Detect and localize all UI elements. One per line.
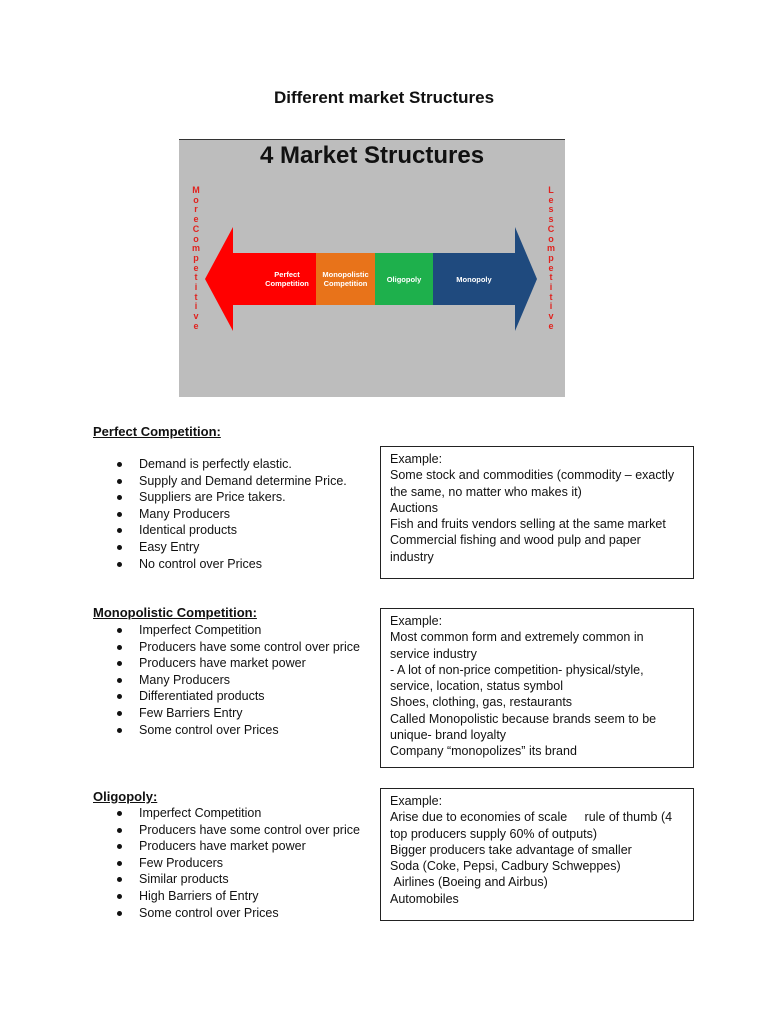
side-letter: i (194, 301, 198, 312)
example-line: unique- brand loyalty (390, 728, 507, 743)
side-letter: m (546, 243, 555, 254)
side-letter: L (548, 185, 554, 195)
example-box: Example: Arise due to economies of scale… (380, 788, 694, 921)
side-letter: p (548, 252, 554, 263)
page-title: Different market Structures (273, 88, 495, 107)
side-letter: m (191, 243, 200, 254)
side-letter: e (193, 320, 199, 331)
side-letter: v (548, 311, 554, 322)
list-item: Similar products (117, 871, 360, 888)
example-line: Company “monopolizes” its brand (390, 744, 577, 759)
list-item: Demand is perfectly elastic. (117, 456, 347, 473)
list-item: Producers have market power (117, 655, 360, 672)
list-item: Many Producers (117, 506, 347, 523)
side-letter: C (192, 223, 200, 234)
list-item: Supply and Demand determine Price. (117, 473, 347, 490)
example-line: Arise due to economies of scale rule of … (390, 810, 673, 825)
segment-monopolistic-competition: Monopolistic Competition (316, 253, 375, 305)
list-item: High Barriers of Entry (117, 888, 360, 905)
example-line: Most common form and extremely common in (390, 630, 644, 645)
example-line: industry (390, 549, 434, 564)
example-box: Example: Most common form and extremely … (380, 608, 694, 768)
list-item: No control over Prices (117, 556, 347, 573)
side-letter: t (194, 272, 198, 283)
list-item: Easy Entry (117, 539, 347, 556)
segment-label: Oligopoly (386, 274, 422, 284)
segment-label: Monopoly (456, 274, 492, 284)
example-line: Automobiles (390, 891, 459, 906)
example-line: Bigger producers take advantage of small… (390, 842, 632, 857)
side-letter: e (193, 214, 199, 225)
side-letter: i (194, 282, 198, 293)
bullet-list: Demand is perfectly elastic. Supply and … (117, 456, 347, 572)
side-letter: o (193, 194, 199, 205)
example-line: Example: (390, 452, 443, 466)
list-item: Identical products (117, 522, 347, 539)
list-item: Some control over Prices (117, 905, 360, 922)
side-letter: e (548, 194, 554, 205)
side-letter: t (549, 291, 553, 302)
list-item: Few Producers (117, 855, 360, 872)
segment-oligopoly: Oligopoly (375, 253, 433, 305)
list-item: Producers have some control over price (117, 822, 360, 839)
example-line: Soda (Coke, Pepsi, Cadbury Schweppes) (390, 859, 621, 874)
segment-label: Perfect Competition (265, 270, 309, 288)
side-letter: v (193, 311, 199, 322)
example-line: service, location, status symbol (390, 679, 563, 694)
list-item: Some control over Prices (117, 722, 360, 739)
list-item: Differentiated products (117, 688, 360, 705)
side-letter: C (547, 223, 555, 234)
example-line: Commercial fishing and wood pulp and pap… (390, 533, 641, 548)
side-letter: o (548, 233, 554, 244)
example-line: Called Monopolistic because brands seem … (390, 711, 657, 726)
section-heading: Monopolistic Competition: (93, 605, 257, 620)
list-item: Imperfect Competition (117, 805, 360, 822)
diagram-title: 4 Market Structures (259, 142, 485, 169)
bullet-list: Imperfect Competition Producers have som… (117, 805, 360, 921)
segment-label: Monopolistic Competition (322, 270, 369, 288)
example-line: Example: (390, 794, 443, 808)
side-letter: s (548, 214, 554, 225)
side-letter: M (192, 185, 200, 195)
example-line: Airlines (Boeing and Airbus) (390, 875, 548, 890)
example-line: Fish and fruits vendors selling at the s… (390, 517, 666, 532)
example-line: Some stock and commodities (commodity – … (390, 468, 675, 483)
side-letter: s (548, 204, 554, 215)
list-item: Suppliers are Price takers. (117, 489, 347, 506)
example-line: Example: (390, 614, 443, 628)
side-letter: e (193, 262, 199, 273)
example-line: the same, no matter who makes it) (390, 484, 582, 499)
section-heading: Perfect Competition: (93, 424, 221, 439)
list-item: Imperfect Competition (117, 622, 360, 639)
example-line: Shoes, clothing, gas, restaurants (390, 695, 573, 710)
list-item: Producers have market power (117, 838, 360, 855)
side-letter: o (193, 233, 199, 244)
example-line: service industry (390, 646, 477, 661)
section-heading: Oligopoly: (93, 789, 158, 804)
side-letter: e (548, 262, 554, 273)
side-letter: t (549, 272, 553, 283)
side-letter: i (549, 282, 553, 293)
side-letter: p (193, 252, 199, 263)
list-item: Few Barriers Entry (117, 705, 360, 722)
segment-perfect-competition: Perfect Competition (258, 253, 316, 305)
list-item: Many Producers (117, 672, 360, 689)
side-letter: e (548, 320, 554, 331)
example-line: top producers supply 60% of outputs) (390, 826, 598, 841)
left-arrow-head (205, 227, 259, 331)
example-line: - A lot of non-price competition- physic… (390, 662, 644, 677)
segment-monopoly: Monopoly (433, 253, 515, 305)
side-letter: i (549, 301, 553, 312)
list-item: Producers have some control over price (117, 639, 360, 656)
side-letter: t (194, 291, 198, 302)
bullet-list: Imperfect Competition Producers have som… (117, 622, 360, 738)
side-letter: r (194, 204, 198, 215)
example-box: Example: Some stock and commodities (com… (380, 446, 694, 579)
example-line: Auctions (390, 500, 438, 515)
